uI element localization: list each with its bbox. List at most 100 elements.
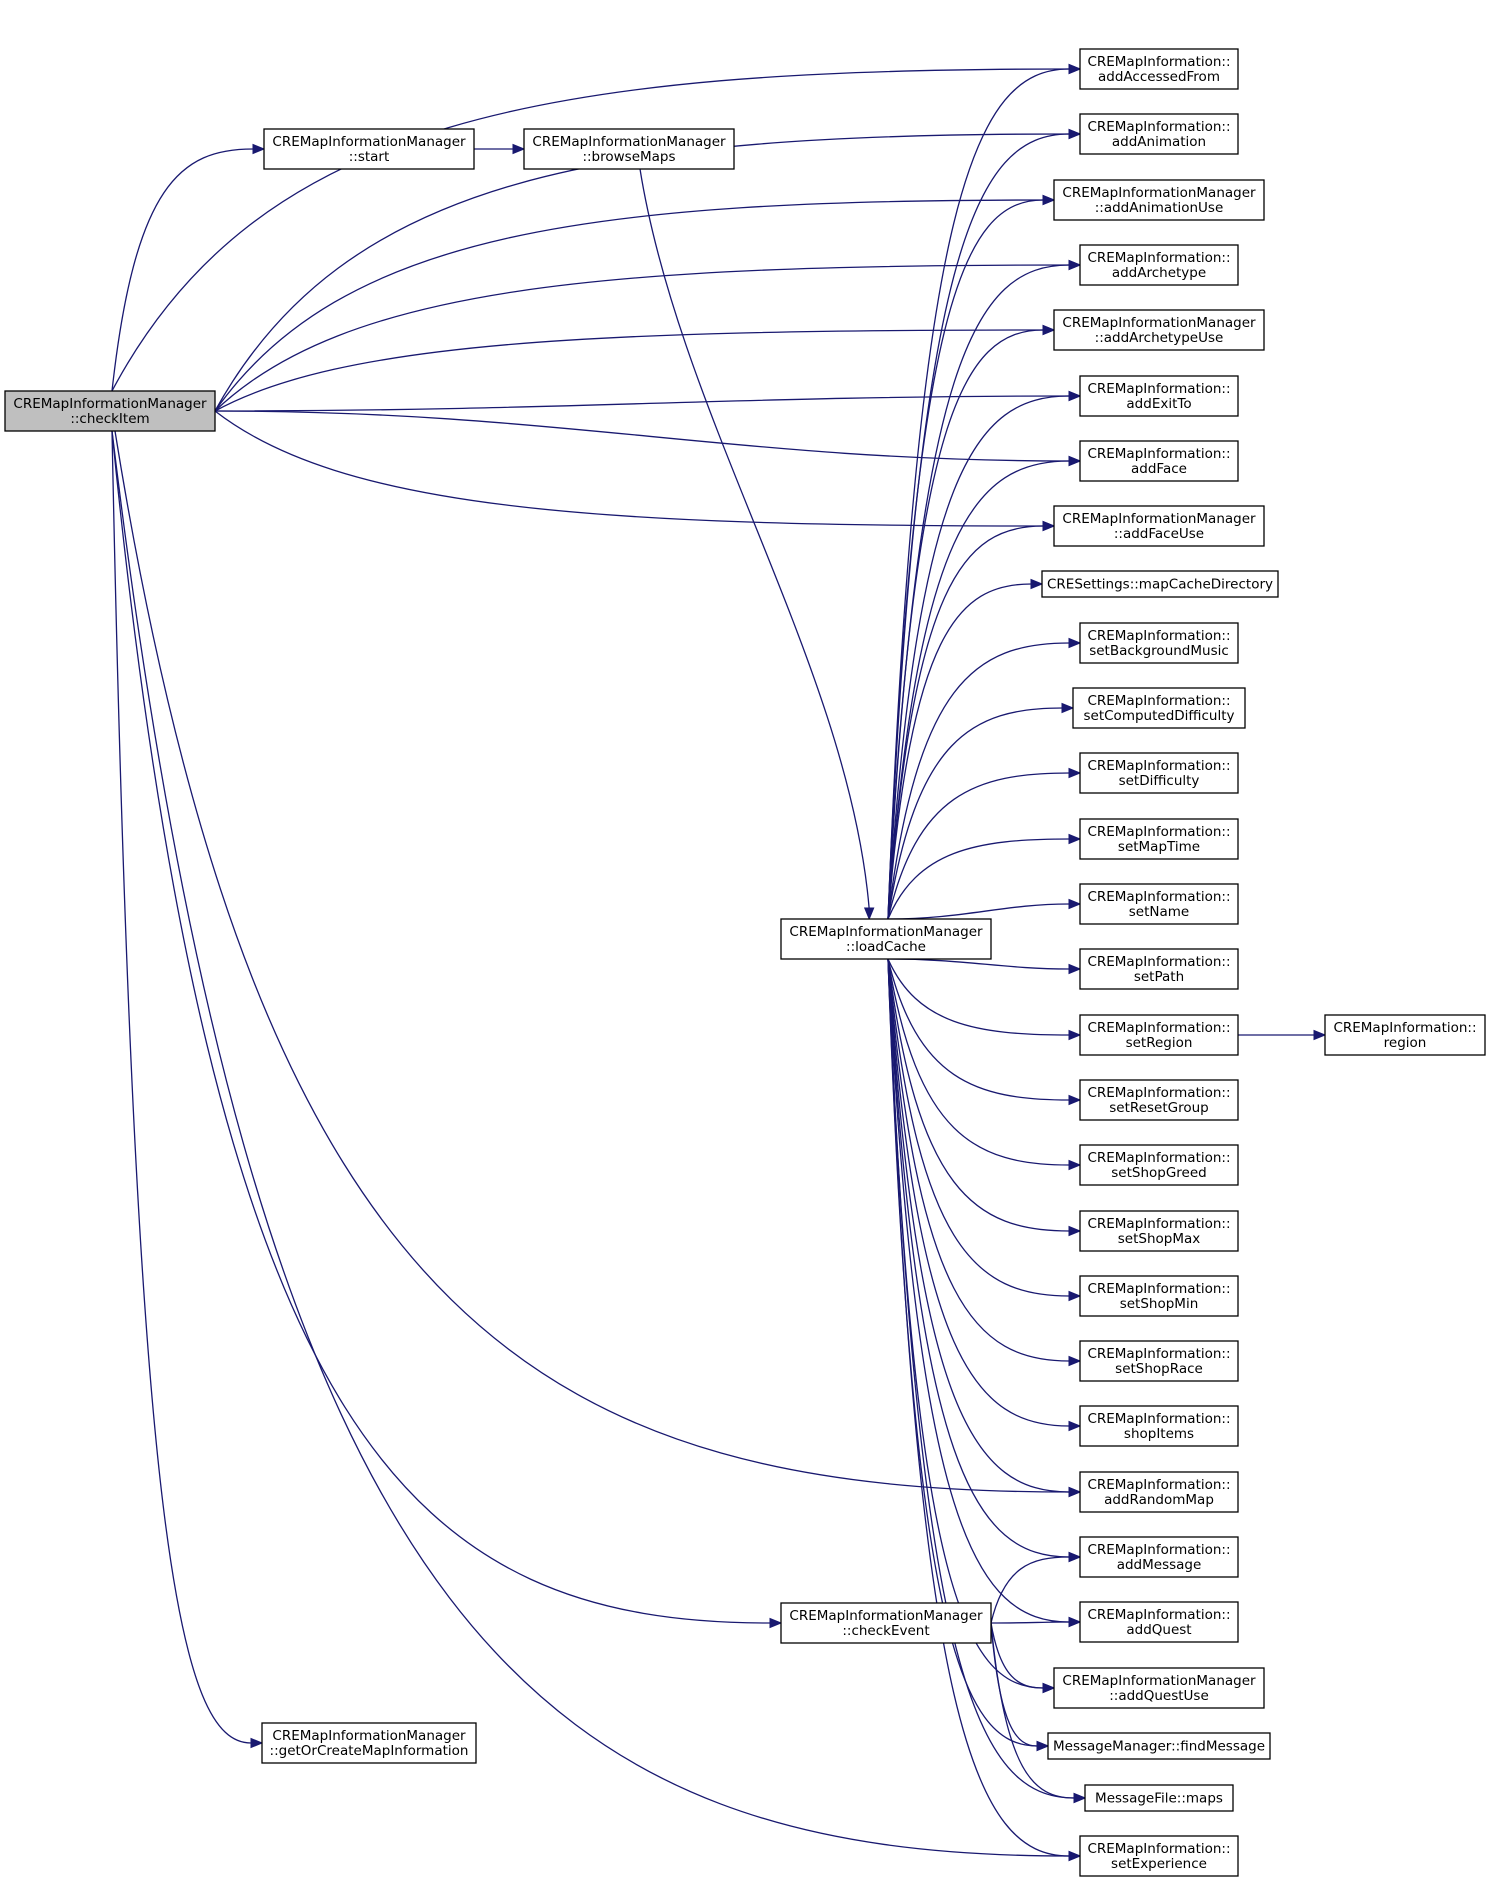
node-label-line: CREMapInformation:: bbox=[1087, 628, 1230, 644]
edge-load-cache-to-add-face bbox=[887, 455, 1082, 920]
node-label-line: CREMapInformation:: bbox=[1087, 446, 1230, 462]
node-browse-maps[interactable]: CREMapInformationManager::browseMaps bbox=[523, 128, 735, 170]
edge-load-cache-to-add-message bbox=[887, 958, 1082, 1563]
node-shop-items[interactable]: CREMapInformation::shopItems bbox=[1079, 1405, 1239, 1447]
node-set-shop-race[interactable]: CREMapInformation::setShopRace bbox=[1079, 1340, 1239, 1382]
node-box bbox=[1079, 948, 1239, 990]
node-label-line: ::loadCache bbox=[846, 939, 926, 955]
edge-line bbox=[887, 958, 1070, 1297]
edge-line bbox=[887, 199, 1044, 920]
node-label-line: CREMapInformation:: bbox=[1087, 889, 1230, 905]
edge-arrowhead bbox=[1068, 259, 1082, 271]
node-add-accessed-from[interactable]: CREMapInformation::addAccessedFrom bbox=[1079, 48, 1239, 90]
node-add-message[interactable]: CREMapInformation::addMessage bbox=[1079, 1536, 1239, 1578]
edge-line bbox=[111, 68, 1070, 392]
node-label-line: CREMapInformation:: bbox=[1087, 954, 1230, 970]
node-label-line: CREMapInformation:: bbox=[1087, 1477, 1230, 1493]
edge-line bbox=[887, 68, 1070, 920]
node-box bbox=[1079, 1275, 1239, 1317]
node-set-difficulty[interactable]: CREMapInformation::setDifficulty bbox=[1079, 752, 1239, 794]
node-box bbox=[1079, 1144, 1239, 1186]
node-box bbox=[1053, 505, 1265, 547]
node-set-computed-difficulty[interactable]: CREMapInformation::setComputedDifficulty bbox=[1072, 687, 1246, 729]
node-find-message[interactable]: MessageManager::findMessage bbox=[1047, 1732, 1271, 1760]
node-add-animation[interactable]: CREMapInformation::addAnimation bbox=[1079, 113, 1239, 155]
node-add-exit-to[interactable]: CREMapInformation::addExitTo bbox=[1079, 375, 1239, 417]
node-label-line: setMapTime bbox=[1118, 839, 1200, 855]
node-set-path[interactable]: CREMapInformation::setPath bbox=[1079, 948, 1239, 990]
edge-arrowhead bbox=[1068, 833, 1082, 845]
node-load-cache[interactable]: CREMapInformationManager::loadCache bbox=[780, 918, 992, 960]
node-label-line: CREMapInformation:: bbox=[1333, 1020, 1476, 1036]
node-label-line: addQuest bbox=[1126, 1622, 1191, 1638]
node-add-quest[interactable]: CREMapInformation::addQuest bbox=[1079, 1601, 1239, 1643]
edge-load-cache-to-map-cache-directory bbox=[887, 578, 1044, 920]
edge-arrowhead bbox=[1068, 1094, 1082, 1106]
node-add-quest-use[interactable]: CREMapInformationManager::addQuestUse bbox=[1053, 1667, 1265, 1709]
node-set-reset-group[interactable]: CREMapInformation::setResetGroup bbox=[1079, 1079, 1239, 1121]
edge-arrowhead bbox=[1068, 898, 1082, 910]
node-add-face[interactable]: CREMapInformation::addFace bbox=[1079, 440, 1239, 482]
node-region[interactable]: CREMapInformation::region bbox=[1324, 1014, 1486, 1056]
node-box bbox=[1084, 1784, 1234, 1812]
edge-arrowhead bbox=[1061, 702, 1075, 714]
node-box bbox=[1079, 1079, 1239, 1121]
node-label-line: CREMapInformation:: bbox=[1087, 1346, 1230, 1362]
node-map-cache-directory[interactable]: CRESettings::mapCacheDirectory bbox=[1041, 570, 1279, 598]
node-label-line: ::checkItem bbox=[70, 411, 149, 427]
node-set-name[interactable]: CREMapInformation::setName bbox=[1079, 883, 1239, 925]
node-maps[interactable]: MessageFile::maps bbox=[1084, 1784, 1234, 1812]
node-box bbox=[1047, 1732, 1271, 1760]
node-get-or-create[interactable]: CREMapInformationManager::getOrCreateMap… bbox=[261, 1722, 477, 1764]
node-add-archetype[interactable]: CREMapInformation::addArchetype bbox=[1079, 244, 1239, 286]
edge-line bbox=[114, 430, 1070, 1493]
edge-load-cache-to-set-difficulty bbox=[887, 767, 1082, 920]
node-label-line: setShopMax bbox=[1118, 1231, 1201, 1247]
edge-line bbox=[887, 958, 1070, 1101]
edge-load-cache-to-add-animation bbox=[887, 128, 1082, 920]
edge-line bbox=[887, 903, 1070, 920]
node-label-line: CREMapInformationManager bbox=[272, 1728, 466, 1744]
node-label-line: setShopGreed bbox=[1111, 1165, 1206, 1181]
node-check-item[interactable]: CREMapInformationManager::checkItem bbox=[4, 390, 216, 432]
node-label-line: setShopMin bbox=[1120, 1296, 1199, 1312]
node-check-event[interactable]: CREMapInformationManager::checkEvent bbox=[780, 1602, 992, 1644]
node-set-shop-min[interactable]: CREMapInformation::setShopMin bbox=[1079, 1275, 1239, 1317]
edge-line bbox=[887, 583, 1032, 920]
edge-line bbox=[887, 958, 1070, 1493]
node-start[interactable]: CREMapInformationManager::start bbox=[263, 128, 475, 170]
node-set-shop-greed[interactable]: CREMapInformation::setShopGreed bbox=[1079, 1144, 1239, 1186]
node-box bbox=[1079, 818, 1239, 860]
node-add-animation-use[interactable]: CREMapInformationManager::addAnimationUs… bbox=[1053, 179, 1265, 221]
edge-arrowhead bbox=[1068, 1159, 1082, 1171]
node-add-random-map[interactable]: CREMapInformation::addRandomMap bbox=[1079, 1471, 1239, 1513]
edge-set-region-to-region bbox=[1238, 1029, 1327, 1041]
edge-line bbox=[887, 838, 1070, 920]
edge-arrowhead bbox=[1073, 1792, 1087, 1804]
node-label-line: shopItems bbox=[1124, 1426, 1194, 1442]
edge-line bbox=[887, 395, 1070, 920]
node-set-map-time[interactable]: CREMapInformation::setMapTime bbox=[1079, 818, 1239, 860]
node-label-line: addMessage bbox=[1117, 1557, 1202, 1573]
edge-load-cache-to-set-reset-group bbox=[887, 958, 1082, 1106]
node-set-background-music[interactable]: CREMapInformation::setBackgroundMusic bbox=[1079, 622, 1239, 664]
edge-line bbox=[887, 707, 1063, 920]
edge-arrowhead bbox=[1313, 1029, 1327, 1041]
edge-line bbox=[887, 958, 1070, 1036]
edge-load-cache-to-set-background-music bbox=[887, 637, 1082, 920]
node-label-line: ::browseMaps bbox=[582, 149, 675, 165]
node-add-face-use[interactable]: CREMapInformationManager::addFaceUse bbox=[1053, 505, 1265, 547]
node-set-region[interactable]: CREMapInformation::setRegion bbox=[1079, 1014, 1239, 1056]
edge-arrowhead bbox=[1068, 1486, 1082, 1498]
node-box bbox=[1079, 1835, 1239, 1877]
edge-arrowhead bbox=[1068, 455, 1082, 467]
node-set-experience[interactable]: CREMapInformation::setExperience bbox=[1079, 1835, 1239, 1877]
node-add-archetype-use[interactable]: CREMapInformationManager::addArchetypeUs… bbox=[1053, 309, 1265, 351]
edge-arrowhead bbox=[1036, 1740, 1050, 1752]
node-box bbox=[1053, 1667, 1265, 1709]
edge-arrowhead bbox=[1068, 1355, 1082, 1367]
node-set-shop-max[interactable]: CREMapInformation::setShopMax bbox=[1079, 1210, 1239, 1252]
node-label-line: setBackgroundMusic bbox=[1089, 643, 1229, 659]
edge-arrowhead bbox=[1068, 63, 1082, 75]
node-label-line: setComputedDifficulty bbox=[1084, 708, 1235, 724]
